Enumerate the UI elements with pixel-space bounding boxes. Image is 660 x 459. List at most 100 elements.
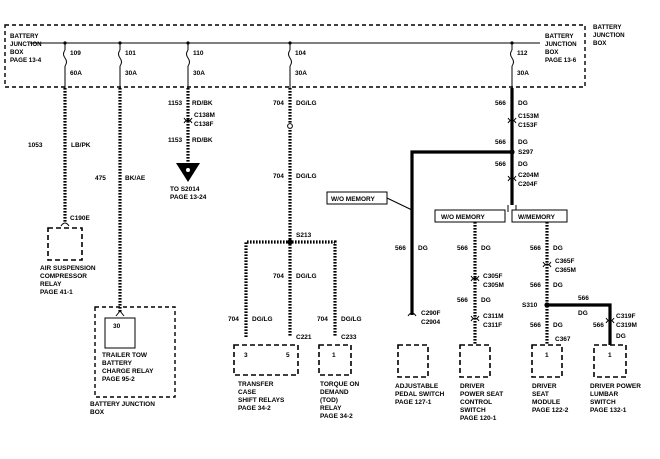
connector-c190e-label: C190E	[70, 215, 91, 222]
connector-c138m-label: C138M	[194, 112, 215, 119]
wo-memory-callout-leader	[386, 197, 413, 211]
svg-text:DG: DG	[481, 245, 491, 252]
svg-text:RD/BK: RD/BK	[192, 100, 213, 107]
air-suspension-relay-box	[47, 227, 83, 261]
svg-text:566: 566	[578, 295, 589, 302]
svg-text:(TOD): (TOD)	[320, 397, 338, 404]
svg-text:PAGE 13-4: PAGE 13-4	[10, 57, 42, 64]
svg-text:566: 566	[593, 322, 604, 329]
svg-text:BOX: BOX	[10, 49, 24, 56]
wire-566-label-module-1: 566 DG	[530, 245, 563, 252]
svg-text:104: 104	[295, 50, 306, 57]
svg-text:704: 704	[273, 273, 284, 280]
svg-text:566: 566	[457, 245, 468, 252]
fuse-101: 101 30A	[118, 41, 137, 88]
connector-c365m-label: C365M	[555, 267, 576, 274]
connector-c153f-label: C153F	[518, 122, 538, 129]
connector-c305m-label: C305M	[483, 282, 504, 289]
connector-c305-symbol	[470, 275, 480, 282]
connector-c204f-label: C204F	[518, 181, 538, 188]
svg-text:BATTERY: BATTERY	[593, 24, 622, 31]
svg-text:109: 109	[70, 50, 81, 57]
svg-text:RELAY: RELAY	[320, 405, 342, 412]
connector-c311m-label: C311M	[483, 313, 504, 320]
svg-text:566: 566	[530, 245, 541, 252]
svg-text:LUMBAR: LUMBAR	[590, 391, 618, 398]
svg-text:BOX: BOX	[90, 409, 105, 416]
svg-text:CASE: CASE	[238, 389, 257, 396]
driver-power-lumbar-switch-box	[593, 344, 627, 378]
driver-seat-module-label: DRIVER SEAT MODULE PAGE 122-2	[532, 383, 569, 414]
connector-c319m-label: C319M	[616, 322, 637, 329]
trailer-tow-pin-30: 30	[113, 323, 121, 330]
svg-text:PAGE 34-2: PAGE 34-2	[238, 405, 271, 412]
svg-text:DG: DG	[418, 245, 428, 252]
svg-text:SHIFT RELAYS: SHIFT RELAYS	[238, 397, 285, 404]
transfer-case-pin-5: 5	[286, 352, 290, 359]
svg-text:566: 566	[530, 282, 541, 289]
svg-text:RELAY: RELAY	[40, 281, 62, 288]
svg-text:CHARGE RELAY: CHARGE RELAY	[102, 368, 154, 375]
svg-text:DG: DG	[616, 333, 626, 340]
svg-text:PEDAL SWITCH: PEDAL SWITCH	[395, 391, 445, 398]
bjb-right-label: BATTERY JUNCTION BOX PAGE 13-6	[545, 33, 577, 64]
wire-566-label-1: 566 DG	[495, 100, 528, 107]
wire-704-inline-connector	[287, 123, 293, 129]
svg-text:DG: DG	[518, 161, 528, 168]
wire-566-label-ctrl-1: 566 DG	[457, 245, 491, 252]
svg-text:DG/LG: DG/LG	[341, 316, 362, 323]
svg-text:PAGE 127-1: PAGE 127-1	[395, 399, 432, 406]
svg-text:DG: DG	[518, 100, 528, 107]
wire-704-label-1: 704 DG/LG	[273, 100, 317, 107]
wire-704-label-2: 704 DG/LG	[273, 173, 317, 180]
connector-c290-symbol	[407, 312, 417, 317]
battery-junction-box-bottom-label: BATTERY JUNCTION BOX	[90, 401, 155, 416]
svg-text:TO S2014: TO S2014	[170, 186, 200, 193]
svg-text:475: 475	[95, 175, 106, 182]
fuse-112: 112 30A	[510, 41, 529, 88]
svg-text:PAGE 95-2: PAGE 95-2	[102, 376, 135, 383]
connector-c311f-label: C311F	[483, 322, 502, 329]
adjustable-pedal-switch-label: ADJUSTABLE PEDAL SWITCH PAGE 127-1	[395, 383, 445, 406]
svg-text:112: 112	[517, 50, 528, 57]
svg-text:JUNCTION: JUNCTION	[10, 41, 42, 48]
connector-c190e-symbol	[60, 222, 70, 227]
wire-566-label-3: 566 DG	[495, 161, 528, 168]
svg-text:TRAILER TOW: TRAILER TOW	[102, 352, 148, 359]
fuse-109: 109 60A	[63, 41, 82, 88]
transfer-case-relays-box	[233, 344, 299, 376]
driver-seat-module-pin-1: 1	[545, 352, 549, 359]
svg-text:DG/LG: DG/LG	[296, 273, 317, 280]
wire-704-label-3: 704 DG/LG	[273, 273, 317, 280]
wire-566-label-ctrl-2: 566 DG	[457, 297, 491, 304]
connector-c319f-label: C319F	[616, 313, 636, 320]
trailer-tow-relay-outline	[94, 306, 176, 398]
svg-text:704: 704	[273, 100, 284, 107]
svg-text:POWER SEAT: POWER SEAT	[460, 391, 503, 398]
fuse-104: 104 30A	[288, 41, 307, 88]
connector-c319-symbol	[605, 317, 615, 324]
svg-text:BATTERY: BATTERY	[10, 33, 39, 40]
svg-text:SWITCH: SWITCH	[460, 407, 486, 414]
arrow-to-s2014	[176, 163, 200, 182]
svg-text:566: 566	[530, 322, 541, 329]
svg-text:DG: DG	[553, 322, 563, 329]
transfer-case-label: TRANSFER CASE SHIFT RELAYS PAGE 34-2	[238, 381, 285, 412]
svg-text:566: 566	[395, 245, 406, 252]
w-memory-box	[511, 209, 568, 223]
splice-s297-label: S297	[518, 149, 534, 156]
fuse-110: 110 30A	[186, 41, 205, 88]
adjustable-pedal-switch-box	[397, 344, 429, 378]
wire-475-terminal	[115, 310, 125, 317]
svg-text:BOX: BOX	[545, 49, 559, 56]
connector-c204m-label: C204M	[518, 172, 539, 179]
svg-text:PAGE 132-1: PAGE 132-1	[590, 407, 627, 414]
svg-text:PAGE 122-2: PAGE 122-2	[532, 407, 569, 414]
svg-text:DG: DG	[518, 139, 528, 146]
svg-text:MODULE: MODULE	[532, 399, 561, 406]
tod-relay-label: TORQUE ON DEMAND (TOD) RELAY PAGE 34-2	[320, 381, 360, 420]
svg-text:DG: DG	[553, 245, 563, 252]
svg-text:1053: 1053	[28, 142, 43, 149]
svg-text:1153: 1153	[168, 100, 182, 107]
